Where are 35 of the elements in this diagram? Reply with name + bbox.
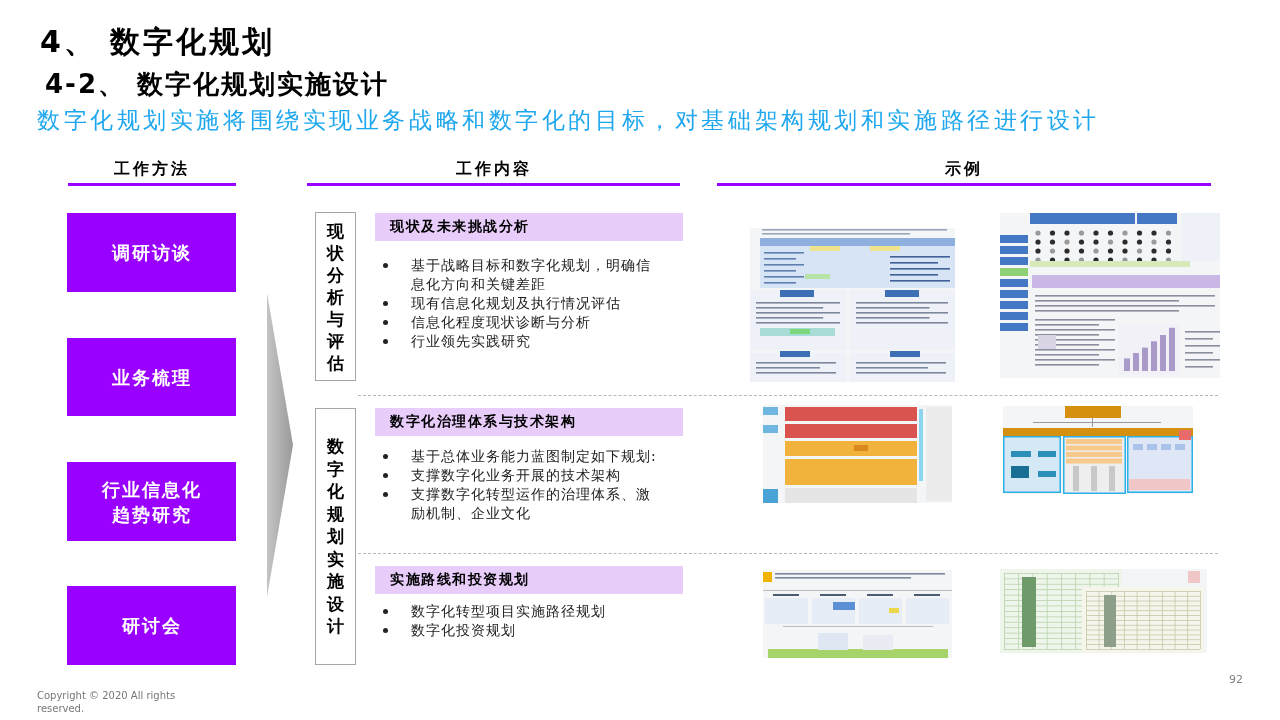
method-label: 调研访谈 bbox=[111, 241, 192, 265]
method-box bbox=[67, 338, 236, 416]
bullet-point: 支撑数字化转型运作的治理体系、激励机制、企业文化 bbox=[411, 485, 652, 523]
method-box bbox=[67, 213, 236, 292]
section-heading: 数字化治理体系与技术架构 bbox=[390, 413, 576, 431]
phase-label: 现状分析与评估 bbox=[326, 219, 345, 374]
column-header: 示例 bbox=[945, 159, 983, 179]
section-header-band bbox=[375, 566, 683, 594]
method-label: 研讨会 bbox=[121, 614, 182, 638]
method-box bbox=[67, 462, 236, 541]
section-heading: 现状及未来挑战分析 bbox=[390, 218, 530, 236]
page-number: 92 bbox=[1229, 673, 1243, 687]
column-header: 工作方法 bbox=[114, 159, 190, 179]
bullet-point: 支撑数字化业务开展的技术架构 bbox=[411, 466, 622, 485]
bullet-point: 基于总体业务能力蓝图制定如下规划: bbox=[411, 447, 658, 466]
bullet-point: 数字化投资规划 bbox=[411, 621, 517, 640]
column-header: 工作内容 bbox=[456, 159, 532, 179]
bullet-point: 现有信息化规划及执行情况评估 bbox=[411, 294, 622, 313]
section-heading: 实施路线和投资规划 bbox=[390, 571, 530, 589]
method-label: 业务梳理 bbox=[111, 365, 192, 390]
section-header-band bbox=[375, 213, 683, 241]
subtitle-heading: 4-2、 数字化规划实施设计 bbox=[45, 68, 390, 101]
phase-label: 数字化规划实施设计 bbox=[326, 435, 345, 638]
phase-box bbox=[315, 212, 356, 381]
method-label: 行业信息化趋势研究 bbox=[100, 477, 203, 527]
bullet-point: 信息化程度现状诊断与分析 bbox=[411, 313, 592, 332]
bullet-point: 行业领先实践研究 bbox=[411, 332, 532, 351]
method-box bbox=[67, 586, 236, 665]
page-title: 4、 数字化规划 bbox=[40, 23, 276, 61]
intro-sentence: 数字化规划实施将围绕实现业务战略和数字化的目标，对基础架构规划和实施路径进行设计 bbox=[37, 106, 1100, 135]
copyright-notice: Copyright © 2020 All rights reserved. bbox=[37, 690, 177, 715]
section-header-band bbox=[375, 408, 683, 436]
bullet-point: 数字化转型项目实施路径规划 bbox=[411, 602, 607, 621]
phase-box bbox=[315, 408, 356, 665]
bullet-point: 基于战略目标和数字化规划，明确信息化方向和关键差距 bbox=[411, 256, 652, 294]
